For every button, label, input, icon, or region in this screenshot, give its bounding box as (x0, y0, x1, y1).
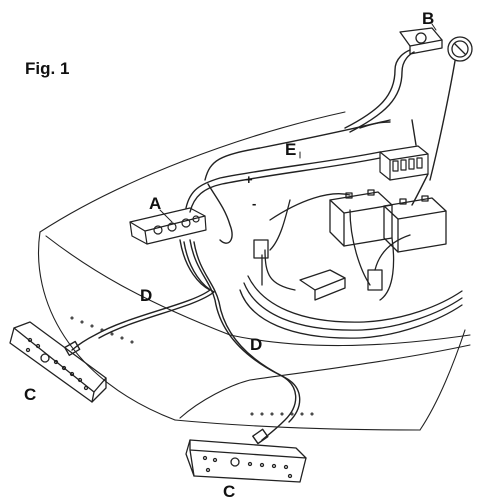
cable-b (344, 49, 456, 206)
label-e: E (285, 140, 297, 159)
polarity-minus: - (252, 196, 257, 211)
leader-lines (159, 23, 437, 223)
cable-d-left (64, 239, 215, 357)
label-c-bottom: C (223, 482, 236, 501)
label-d-right: D (250, 335, 263, 354)
polarity-plus: + (245, 172, 253, 187)
battery-wiring (253, 193, 411, 301)
hull-vent-dots (70, 316, 314, 416)
cable-e (185, 119, 391, 244)
fuse-panel (379, 145, 429, 181)
label-d-left: D (140, 286, 153, 305)
control-unit-b (399, 27, 473, 62)
cable-d-right (189, 239, 301, 445)
deck-grooves (239, 275, 463, 339)
label-c-left: C (24, 385, 37, 404)
junction-box-a (129, 207, 207, 245)
battery-left (329, 189, 393, 247)
figure-title: Fig. 1 (25, 59, 70, 78)
label-a: A (149, 194, 162, 213)
label-b: B (422, 9, 435, 28)
light-bar-left (9, 321, 107, 403)
light-bar-bottom (185, 439, 307, 483)
